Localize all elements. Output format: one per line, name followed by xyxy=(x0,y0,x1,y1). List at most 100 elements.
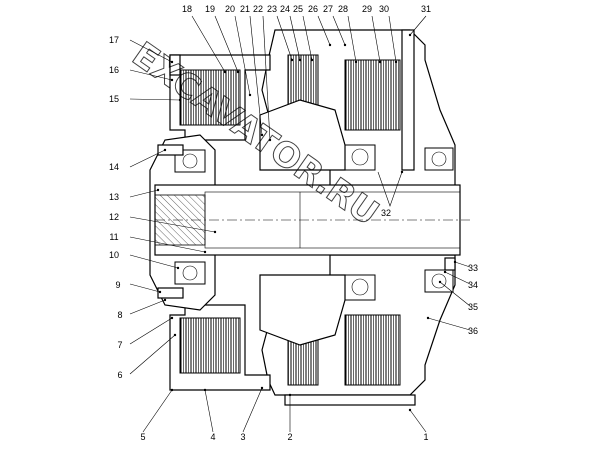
leader-dot-5 xyxy=(170,388,174,392)
callout-label-14: 14 xyxy=(109,162,119,172)
leader-dot-27 xyxy=(343,43,347,47)
leader-line-3 xyxy=(242,387,263,433)
leader-line-30 xyxy=(388,15,397,63)
leader-dot-25 xyxy=(310,58,314,62)
leader-line-22 xyxy=(262,15,271,141)
callout-label-10: 10 xyxy=(109,250,119,260)
leader-line-27 xyxy=(332,15,346,46)
callout-label-1: 1 xyxy=(423,432,428,442)
callout-label-26: 26 xyxy=(308,4,318,14)
leader-line-10 xyxy=(129,254,179,269)
leader-dot-23 xyxy=(290,58,294,62)
disk-pack-right-lower xyxy=(344,314,401,386)
callout-label-17: 17 xyxy=(109,35,119,45)
callout-label-21: 21 xyxy=(240,4,250,14)
leader-line-4 xyxy=(204,389,214,433)
leader-line-32 xyxy=(377,171,403,207)
callout-label-4: 4 xyxy=(210,432,215,442)
callout-14: 14 xyxy=(109,148,167,172)
leader-line-11 xyxy=(129,236,206,253)
bolt-top-left xyxy=(169,54,181,76)
leader-dot-8 xyxy=(163,298,167,302)
leader-dot-28 xyxy=(354,60,358,64)
callout-label-32: 32 xyxy=(381,208,391,218)
leader-dot-33 xyxy=(453,260,457,264)
leader-dot-13 xyxy=(156,188,160,192)
callout-31: 31 xyxy=(408,4,431,37)
callout-label-27: 27 xyxy=(323,4,333,14)
callout-32: 32 xyxy=(377,170,404,218)
leader-line-28 xyxy=(347,15,357,63)
leader-dot-24 xyxy=(298,58,302,62)
callout-label-9: 9 xyxy=(115,280,120,290)
callout-3: 3 xyxy=(240,386,264,442)
leader-line-23 xyxy=(276,15,293,61)
callout-label-19: 19 xyxy=(205,4,215,14)
callout-36: 36 xyxy=(426,316,478,336)
leader-dot-10 xyxy=(176,266,180,270)
leader-line-18 xyxy=(191,15,226,73)
callout-5: 5 xyxy=(140,388,174,442)
leader-dot-14 xyxy=(163,148,167,152)
leader-dot-9 xyxy=(158,290,162,294)
leader-dot-3 xyxy=(260,386,264,390)
callout-13: 13 xyxy=(109,188,160,202)
callout-8: 8 xyxy=(117,298,167,320)
leader-line-6 xyxy=(129,334,176,375)
callout-label-13: 13 xyxy=(109,192,119,202)
leader-dot-21 xyxy=(260,133,264,137)
leader-dot-22 xyxy=(268,138,272,142)
callout-label-16: 16 xyxy=(109,65,119,75)
callout-27: 27 xyxy=(323,4,347,47)
leader-line-33 xyxy=(454,261,471,268)
leader-dot-26 xyxy=(328,43,332,47)
leader-line-26 xyxy=(317,15,331,46)
callout-label-18: 18 xyxy=(182,4,192,14)
callout-18: 18 xyxy=(182,4,227,74)
assembly-section-view xyxy=(149,29,470,406)
callout-28: 28 xyxy=(338,4,358,64)
bearing-left-lower xyxy=(174,261,206,285)
bearing-far-right-upper xyxy=(424,147,454,171)
callout-label-34: 34 xyxy=(468,280,478,290)
bolt-bottom xyxy=(284,394,416,406)
disk-pack-right-upper xyxy=(344,59,401,131)
callout-29: 29 xyxy=(362,4,382,64)
leader-dot-32 xyxy=(400,170,404,174)
spring-pack-upper xyxy=(287,54,319,106)
leader-line-35 xyxy=(439,281,471,307)
callout-22: 22 xyxy=(253,4,272,142)
leader-line-1 xyxy=(409,409,427,433)
leader-line-17 xyxy=(129,39,173,63)
disk-pack-left-lower xyxy=(179,317,241,374)
callout-label-7: 7 xyxy=(117,340,122,350)
leader-line-31 xyxy=(409,15,427,36)
leader-dot-4 xyxy=(203,388,207,392)
callout-label-33: 33 xyxy=(468,263,478,273)
callout-label-6: 6 xyxy=(117,370,122,380)
callout-34: 34 xyxy=(443,270,478,290)
leader-dot-1 xyxy=(408,408,412,412)
callout-label-2: 2 xyxy=(287,432,292,442)
callout-1: 1 xyxy=(408,408,429,442)
callout-17: 17 xyxy=(109,35,174,64)
leader-line-14 xyxy=(129,149,166,168)
leader-dot-36 xyxy=(426,316,430,320)
callout-19: 19 xyxy=(205,4,240,74)
callout-label-36: 36 xyxy=(468,326,478,336)
callout-7: 7 xyxy=(117,316,174,350)
leader-dot-11 xyxy=(203,250,207,254)
bolt-left-lower xyxy=(157,287,184,299)
callout-33: 33 xyxy=(453,260,478,273)
callout-label-23: 23 xyxy=(267,4,277,14)
leader-dot-31 xyxy=(408,33,412,37)
callout-21: 21 xyxy=(240,4,264,137)
callout-label-24: 24 xyxy=(280,4,290,14)
callout-16: 16 xyxy=(109,65,174,82)
callout-label-28: 28 xyxy=(338,4,348,14)
leader-dot-30 xyxy=(394,60,398,64)
leader-dot-34 xyxy=(443,270,447,274)
callout-label-5: 5 xyxy=(140,432,145,442)
callout-label-3: 3 xyxy=(240,432,245,442)
leader-line-20 xyxy=(234,15,251,96)
